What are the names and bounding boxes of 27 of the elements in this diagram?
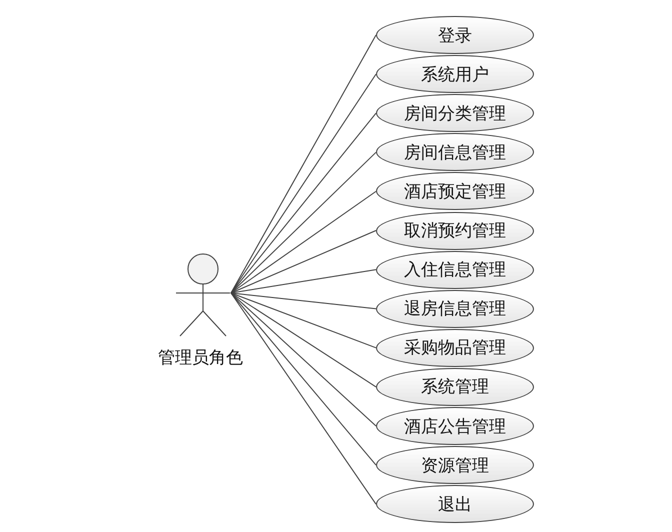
association-line	[230, 292, 376, 426]
use-case-ellipse: 酒店预定管理	[376, 172, 534, 210]
use-case-ellipse: 退出	[376, 485, 534, 524]
use-case-ellipse: 酒店公告管理	[376, 407, 534, 445]
use-case-ellipse: 采购物品管理	[376, 328, 534, 367]
association-line	[230, 74, 376, 294]
use-case-ellipse: 房间信息管理	[376, 133, 534, 172]
association-line	[230, 34, 376, 294]
association-line	[230, 190, 376, 294]
use-case-ellipse: 取消预约管理	[376, 212, 534, 250]
use-case-ellipse: 资源管理	[376, 446, 534, 484]
association-line	[230, 292, 376, 388]
actor-label: 管理员角色	[158, 347, 243, 369]
association-line	[230, 152, 376, 294]
association-line	[230, 292, 376, 310]
association-line	[230, 230, 376, 294]
use-case-ellipse: 系统用户	[376, 55, 534, 94]
association-line	[230, 292, 376, 505]
association-line	[230, 292, 376, 466]
use-case-ellipse: 入住信息管理	[376, 250, 534, 289]
use-case-ellipse: 房间分类管理	[376, 94, 534, 132]
use-case-ellipse: 登录	[376, 16, 534, 54]
association-line	[230, 269, 376, 294]
association-line	[230, 112, 376, 294]
association-line	[230, 292, 376, 348]
use-case-ellipse: 系统管理	[376, 368, 534, 406]
use-case-ellipse: 退房信息管理	[376, 290, 534, 328]
